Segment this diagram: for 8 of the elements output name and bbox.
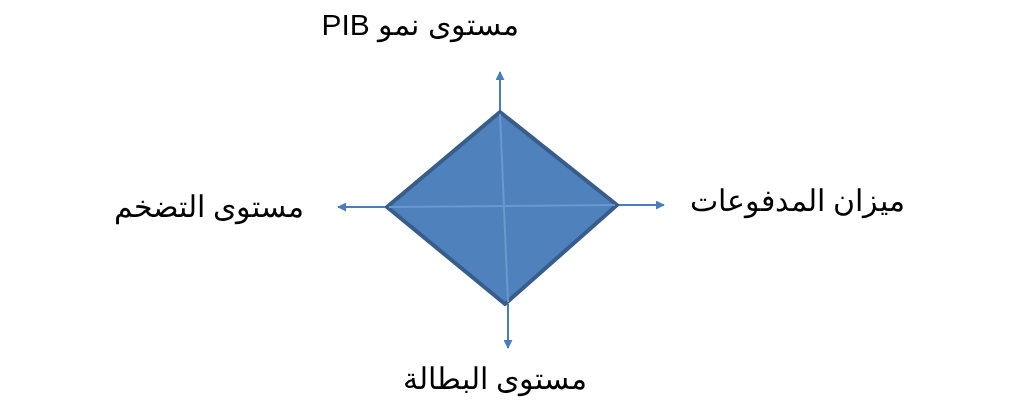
arrow [616,200,665,210]
axis-label: مستوى البطالة [401,362,589,396]
axis-label: مستوى نمو PIB [320,8,520,45]
axis-label: مستوى التضخم [112,190,305,227]
axis-label: ميزان المدفوعات [689,184,907,221]
arrow [337,202,388,212]
arrow [495,71,505,113]
arrow [503,303,513,349]
